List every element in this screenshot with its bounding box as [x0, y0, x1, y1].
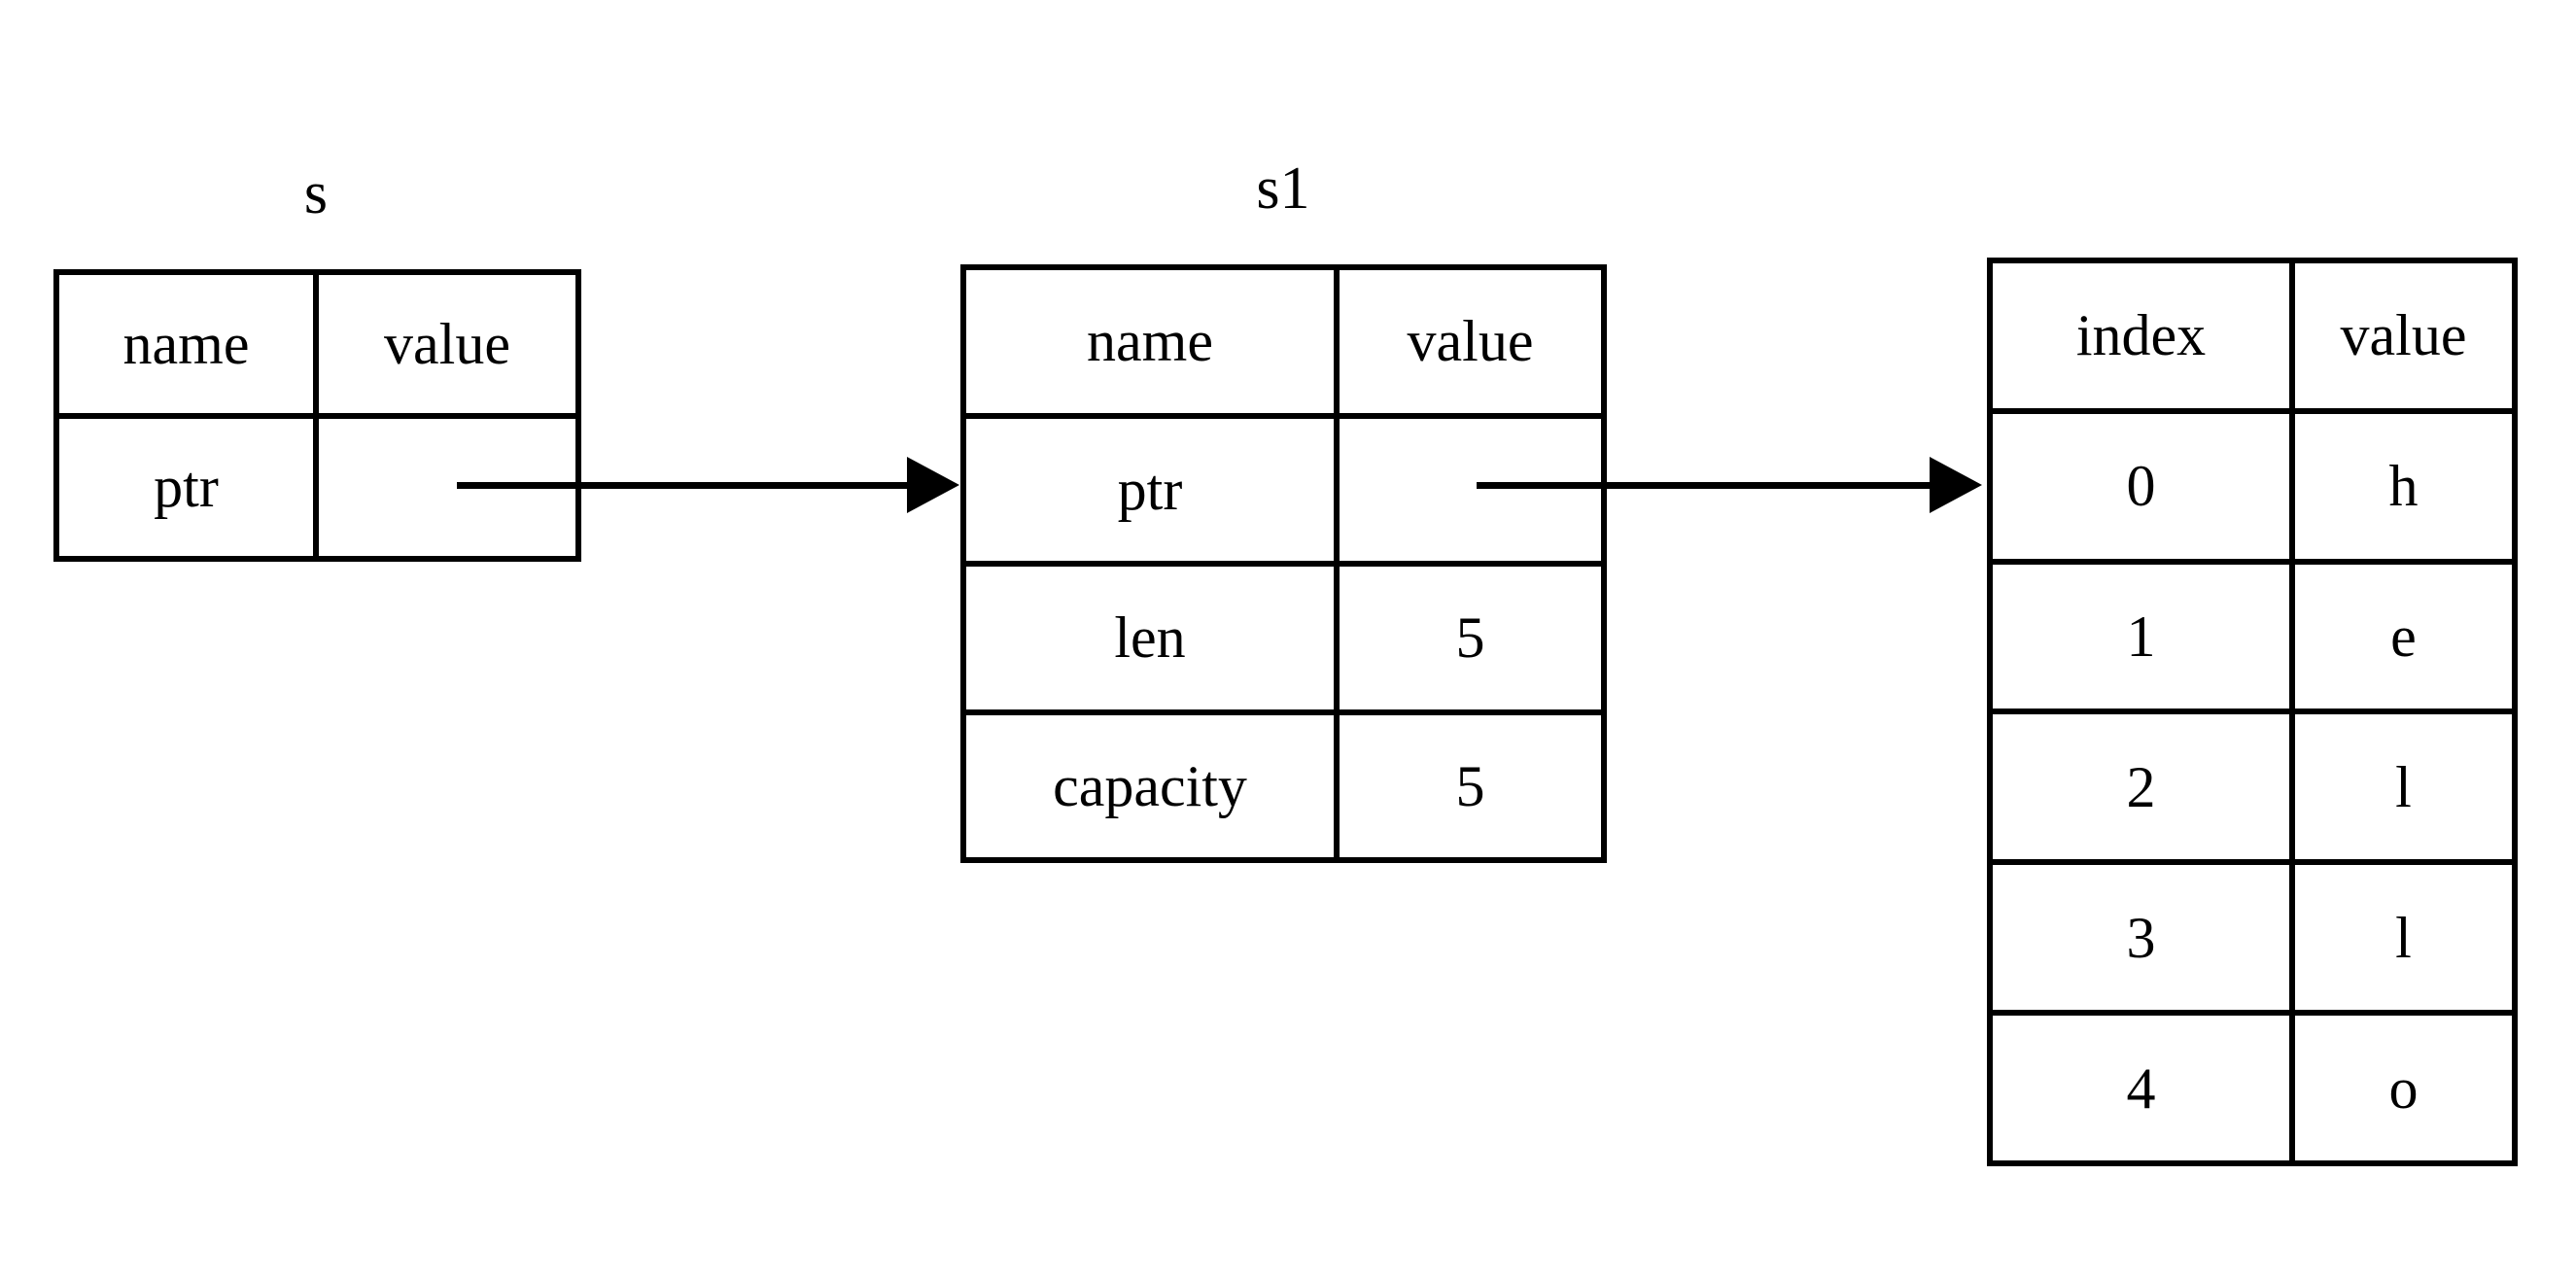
table-row: 4 o — [1993, 1016, 2512, 1160]
table-row: 2 l — [1993, 714, 2512, 866]
table-buffer: index value 0 h 1 e 2 l 3 l 4 o — [1987, 258, 2518, 1166]
cell-buffer-index-3: 3 — [1993, 865, 2295, 1011]
cell-buffer-value-1: e — [2390, 605, 2417, 670]
table-s: name value ptr — [53, 269, 581, 562]
table-row: len 5 — [966, 567, 1601, 715]
cell-buffer-index-0: 0 — [1993, 413, 2295, 559]
cell-s-ptr-name: ptr — [59, 418, 319, 556]
cell-buffer-value-0: h — [2388, 454, 2419, 519]
table-row: capacity 5 — [966, 714, 1601, 857]
header-cell-index: index — [1993, 263, 2295, 408]
arrow-head-s1-to-buffer — [1930, 457, 1982, 513]
table-row: 1 e — [1993, 564, 2512, 715]
table-s1: name value ptr len 5 capacity 5 — [960, 264, 1607, 863]
cell-buffer-value-3: l — [2395, 905, 2412, 970]
arrow-line-s-to-s1 — [457, 482, 909, 489]
table-row: 0 h — [1993, 413, 2512, 565]
cell-buffer-index-4: 4 — [1993, 1016, 2295, 1160]
header-cell-value: value — [2340, 303, 2467, 368]
table-row: ptr — [966, 418, 1601, 567]
cell-s1-len-name: len — [966, 567, 1340, 709]
table-row: ptr — [59, 418, 575, 556]
table-row: name value — [59, 275, 575, 419]
header-cell-value: value — [1407, 309, 1534, 374]
table-row: name value — [966, 270, 1601, 419]
table-row: 3 l — [1993, 865, 2512, 1017]
arrow-line-s1-to-buffer — [1477, 482, 1932, 489]
cell-buffer-index-2: 2 — [1993, 714, 2295, 860]
cell-buffer-index-1: 1 — [1993, 564, 2295, 709]
table-title-s1: s1 — [1256, 156, 1310, 222]
header-cell-name: name — [966, 270, 1340, 413]
cell-buffer-value-4: o — [2388, 1055, 2419, 1121]
cell-s1-len-value: 5 — [1455, 605, 1485, 671]
header-cell-value: value — [384, 311, 510, 376]
cell-buffer-value-2: l — [2395, 754, 2412, 819]
cell-s1-capacity-name: capacity — [966, 714, 1340, 857]
table-row: index value — [1993, 263, 2512, 414]
cell-s1-ptr-value — [1340, 419, 1601, 562]
arrow-head-s-to-s1 — [907, 457, 959, 513]
table-title-s: s — [303, 160, 329, 226]
cell-s1-ptr-name: ptr — [966, 418, 1340, 561]
header-cell-name: name — [59, 275, 319, 413]
cell-s1-capacity-value: 5 — [1455, 753, 1485, 818]
